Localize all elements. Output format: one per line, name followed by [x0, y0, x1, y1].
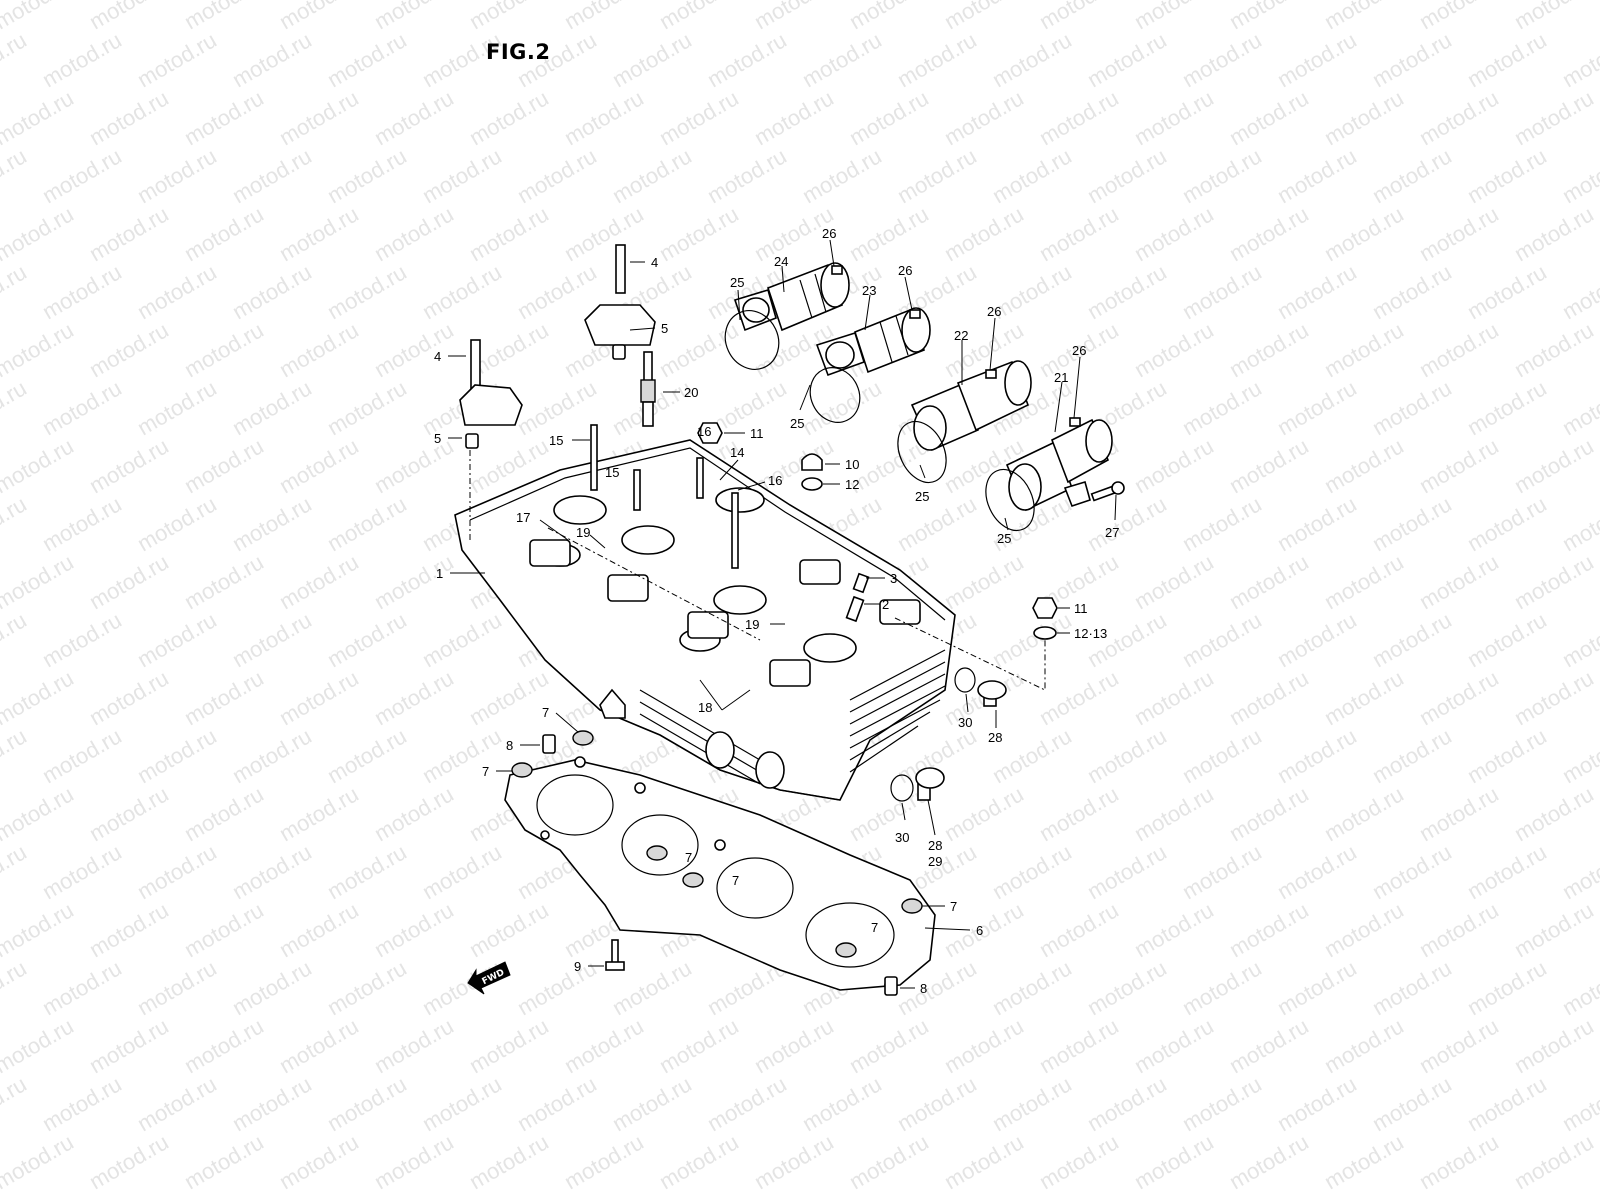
washer-30b: [890, 774, 914, 802]
callout-18: 18: [698, 700, 712, 715]
callout-7-c: 7: [685, 850, 692, 865]
callout-15-a: 15: [549, 433, 563, 448]
callout-7-a: 7: [542, 705, 549, 720]
o-ring-25b: [809, 367, 861, 423]
spark-plug-20: [640, 351, 656, 427]
centerline-b: [894, 617, 1046, 691]
callout-8-a: 8: [506, 738, 513, 753]
callout-12-13: 12·13: [1074, 626, 1107, 641]
callout-8-b: 8: [920, 981, 927, 996]
bolt-9: [605, 939, 625, 971]
callout-26-a: 26: [822, 226, 836, 241]
callout-29: 29: [928, 854, 942, 869]
washer-12-13: [1033, 626, 1057, 640]
intake-pipe-23: [815, 307, 931, 377]
callout-19-b: 19: [745, 617, 759, 632]
callout-28: 28: [988, 730, 1002, 745]
callout-20: 20: [684, 385, 698, 400]
callout-10: 10: [845, 457, 859, 472]
cam-cap-lower: [459, 339, 523, 449]
plug-28-29: [915, 767, 945, 801]
callout-16-b: 16: [768, 473, 782, 488]
callout-26-c: 26: [987, 304, 1001, 319]
callout-22: 22: [954, 328, 968, 343]
stud-16a: [696, 457, 704, 499]
figure-title: FIG.2: [486, 40, 551, 64]
intake-pipe-21: [1005, 418, 1113, 512]
callout-11-lower: 11: [1074, 601, 1088, 616]
head-gasket-6: [504, 756, 936, 991]
callout-26-b: 26: [898, 263, 912, 278]
callout-layer: 1 2 3 4 4 5 5 6 7 7 7 7 7 7 8: [434, 226, 1119, 996]
callout-9: 9: [574, 959, 581, 974]
dowel-8a: [542, 734, 556, 754]
callout-4-lower: 4: [434, 349, 441, 364]
o-rings-7: [511, 730, 923, 958]
nut-11a: [697, 422, 723, 444]
washer-30a: [954, 667, 976, 693]
callout-24: 24: [774, 254, 788, 269]
callout-30-a: 30: [958, 715, 972, 730]
callout-2: 2: [882, 597, 889, 612]
callout-5-lower: 5: [434, 431, 441, 446]
stud-15a: [590, 424, 598, 491]
callout-27: 27: [1105, 525, 1119, 540]
stud-16b: [731, 492, 739, 569]
cap-nut-10: [801, 453, 823, 471]
callout-6: 6: [976, 923, 983, 938]
clamp-26c: [985, 369, 997, 379]
callout-11-upper: 11: [750, 426, 764, 441]
callout-7-f: 7: [871, 920, 878, 935]
plug-28a: [977, 680, 1007, 707]
callout-30-b: 30: [895, 830, 909, 845]
centerline-c: [547, 527, 761, 641]
callout-17: 17: [516, 510, 530, 525]
callout-5-upper: 5: [661, 321, 668, 336]
cam-cap-upper: [584, 244, 656, 360]
callout-12: 12: [845, 477, 859, 492]
clamp-26d: [1069, 417, 1081, 427]
callout-23: 23: [862, 283, 876, 298]
callout-14: 14: [730, 445, 744, 460]
dowel-2: [845, 595, 865, 623]
callout-25-c: 25: [915, 489, 929, 504]
callout-28-29: 28: [928, 838, 942, 853]
callout-25-a: 25: [730, 275, 744, 290]
dowel-3: [852, 572, 870, 594]
callout-3: 3: [890, 571, 897, 586]
dowel-8b: [884, 976, 898, 996]
callout-25-b: 25: [790, 416, 804, 431]
callout-1: 1: [436, 566, 443, 581]
callout-7-e: 7: [950, 899, 957, 914]
cylinder-head-1: [454, 439, 956, 801]
nut-11b: [1032, 597, 1058, 619]
o-ring-25c: [897, 420, 947, 484]
callout-7-d: 7: [732, 873, 739, 888]
callout-7-b: 7: [482, 764, 489, 779]
stud-15b: [633, 469, 641, 511]
callout-26-d: 26: [1072, 343, 1086, 358]
callout-15-b: 15: [605, 465, 619, 480]
clamp-26b: [909, 309, 921, 319]
callout-25-d: 25: [997, 531, 1011, 546]
callout-4-upper: 4: [651, 255, 658, 270]
callout-19-a: 19: [576, 525, 590, 540]
callout-16-a: 16: [697, 424, 711, 439]
o-ring-25d: [985, 468, 1035, 532]
screw-27: [1090, 481, 1125, 502]
washer-12a: [801, 477, 823, 491]
intake-pipe-22: [910, 360, 1032, 452]
intake-pipe-24: [733, 262, 850, 332]
callout-21: 21: [1054, 370, 1068, 385]
clamp-26a: [831, 265, 843, 275]
fwd-arrow-icon: FWD: [467, 961, 511, 995]
